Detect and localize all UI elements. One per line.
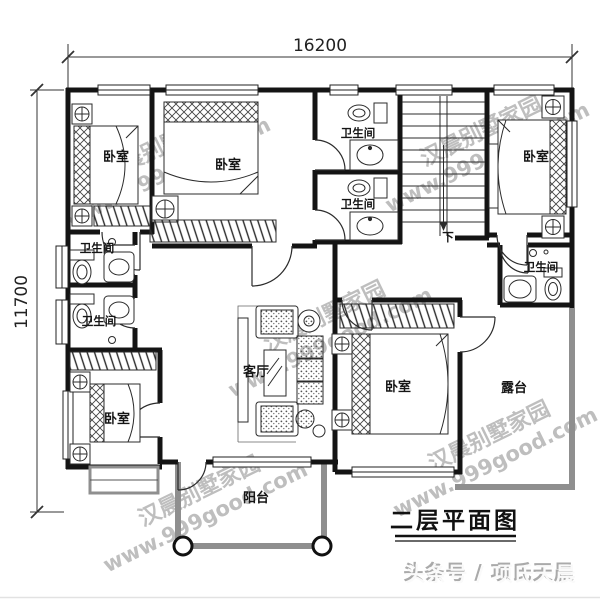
room-label-balcony: 阳台 bbox=[243, 490, 269, 506]
room-labels: 卧室 卧室 卫生间 卫生间 卧室 卫生间 卫生间 卫生间 客厅 卧室 卧室 露台… bbox=[80, 126, 559, 506]
room-label-bathroom-center-upper: 卫生间 bbox=[341, 126, 376, 140]
bathroom-left-lower-fixtures bbox=[69, 293, 135, 344]
room-label-bedroom-top-center: 卧室 bbox=[215, 157, 241, 173]
bathroom-right-fixtures bbox=[503, 249, 563, 303]
room-label-living-room: 客厅 bbox=[243, 364, 269, 380]
windows bbox=[55, 84, 578, 478]
watermark-instance: 汉晨别墅家园 www.999good.com bbox=[99, 451, 311, 578]
dimension-width-label: 16200 bbox=[293, 36, 347, 56]
bedroom-top-center-furniture bbox=[149, 101, 277, 243]
credit-line: 头条号 / 项氏天晨 头条号 / 项氏天晨 bbox=[403, 560, 576, 586]
bathroom-left-upper-fixtures bbox=[69, 238, 135, 285]
dimension-annotations bbox=[30, 44, 579, 519]
credit-text: 头条号 / 项氏天晨 bbox=[405, 562, 576, 586]
stairs-down-label: 下 bbox=[442, 230, 454, 244]
bathroom-center-lower-fixtures bbox=[347, 177, 399, 241]
window bbox=[493, 84, 555, 96]
furniture bbox=[69, 95, 567, 465]
staircase bbox=[402, 96, 485, 236]
credit-text-shadow: 头条号 / 项氏天晨 bbox=[403, 560, 574, 584]
window bbox=[97, 84, 151, 96]
bedroom-top-right-furniture bbox=[488, 95, 567, 239]
room-label-bathroom-left-lower: 卫生间 bbox=[82, 314, 117, 328]
window bbox=[212, 456, 312, 468]
room-label-bathroom-center-lower: 卫生间 bbox=[341, 197, 376, 211]
room-label-bedroom-top-left: 卧室 bbox=[103, 149, 129, 165]
room-label-bathroom-right: 卫生间 bbox=[524, 260, 559, 274]
room-label-bedroom-top-right: 卧室 bbox=[523, 149, 549, 165]
bay-window bbox=[55, 299, 69, 345]
bedroom-bottom-center-furniture bbox=[331, 303, 455, 435]
dimension-height-label: 11700 bbox=[12, 275, 32, 329]
bedroom-top-left-furniture bbox=[71, 103, 151, 227]
window bbox=[566, 120, 578, 208]
room-label-bedroom-bottom-left: 卧室 bbox=[104, 411, 130, 427]
terrace-parapet bbox=[455, 308, 575, 490]
window bbox=[329, 84, 359, 96]
window bbox=[165, 84, 259, 96]
bay-window bbox=[55, 245, 69, 289]
bathroom-center-upper-fixtures bbox=[347, 102, 399, 171]
plan-caption-text: 二层平面图 bbox=[390, 508, 520, 534]
window bbox=[351, 466, 455, 478]
room-label-terrace: 露台 bbox=[501, 380, 527, 396]
bedroom-bottom-left-furniture bbox=[69, 351, 157, 465]
bay-window-bottom bbox=[88, 465, 160, 495]
balcony-columns bbox=[172, 535, 333, 557]
plan-caption: 二层平面图 bbox=[390, 508, 520, 542]
room-label-bathroom-left-upper: 卫生间 bbox=[80, 241, 115, 255]
window bbox=[62, 390, 74, 460]
window bbox=[395, 84, 453, 96]
room-label-bedroom-bottom-center: 卧室 bbox=[385, 379, 411, 395]
living-room-furniture bbox=[237, 305, 326, 443]
